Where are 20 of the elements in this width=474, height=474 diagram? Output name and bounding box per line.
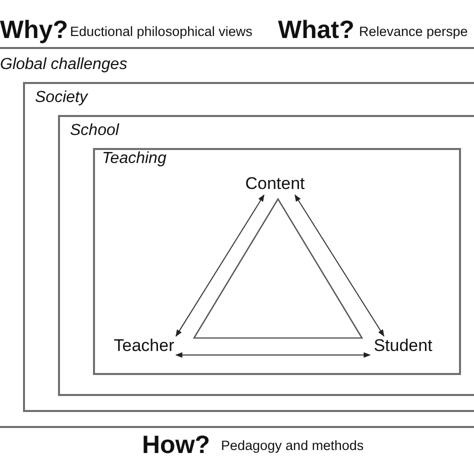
teacher-label: Teacher — [112, 336, 176, 357]
frame-heading: Global challenges — [0, 56, 128, 74]
challenges-band — [0, 47, 474, 428]
caption-text: Eductional philosophical views — [70, 24, 252, 40]
teaching-frame — [93, 148, 461, 375]
question-heading: What? — [278, 16, 354, 44]
double-arrow — [294, 194, 384, 337]
caption-text: Relevance perspe — [359, 24, 468, 40]
question-heading: How? — [142, 431, 210, 459]
society-frame — [23, 82, 474, 412]
student-label: Student — [370, 336, 436, 357]
content-label: Content — [242, 174, 308, 195]
double-arrow — [175, 352, 371, 358]
double-arrow — [176, 194, 264, 337]
school-frame — [58, 115, 474, 396]
caption-text: Pedagogy and methods — [221, 438, 364, 454]
frame-heading: School — [70, 122, 119, 140]
frame-heading: Teaching — [102, 150, 166, 168]
question-heading: Why? — [0, 16, 68, 44]
frame-heading: Society — [35, 89, 88, 107]
